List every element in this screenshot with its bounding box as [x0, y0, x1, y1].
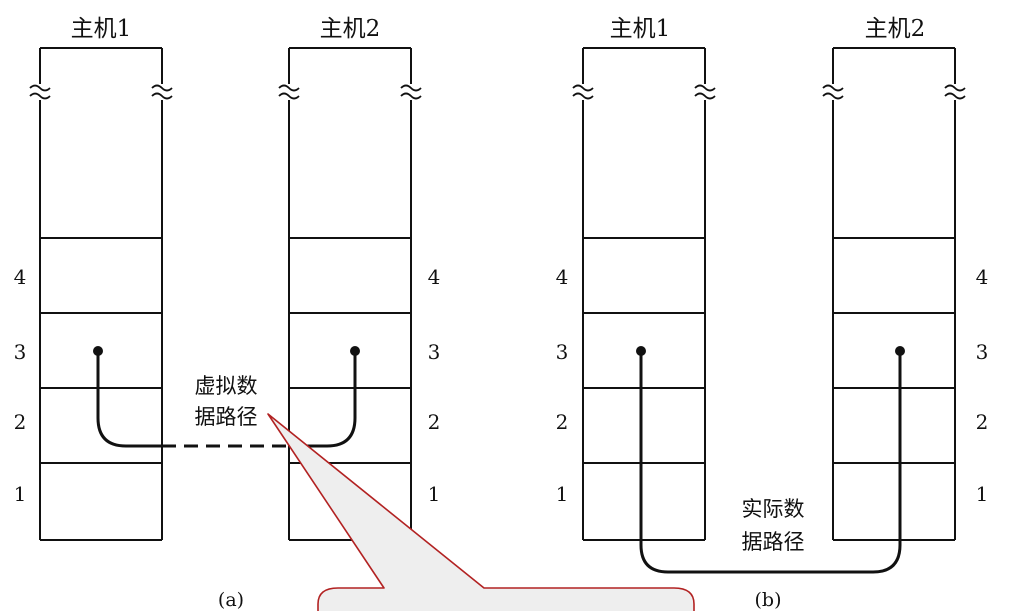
endpoint-dot: [350, 346, 360, 356]
layer-number: 4: [976, 265, 989, 289]
layer-number: 2: [556, 410, 569, 434]
layer-number: 1: [14, 482, 27, 506]
virtual-data-path: [96, 351, 357, 448]
break-mark-icon: [29, 84, 173, 100]
layer-number: 3: [14, 340, 27, 364]
break-mark-icon: [572, 84, 716, 100]
figure-b: 主机1 主机2 4 3 2 1 4 3 2 1 实际数 据路径 (b): [556, 16, 989, 611]
host2-title: 主机2: [865, 16, 926, 42]
layer-number: 2: [976, 410, 989, 434]
layer-number: 1: [556, 482, 569, 506]
actual-data-path: [639, 351, 902, 574]
virtual-path-label-line1: 虚拟数: [195, 374, 258, 398]
layer-number: 4: [556, 265, 569, 289]
layer-number: 2: [428, 410, 441, 434]
callout-annotation: [267, 413, 695, 611]
layer-number: 1: [976, 482, 989, 506]
host1-stack-a: [39, 47, 163, 541]
endpoint-dot: [93, 346, 103, 356]
host2-stack-a: [288, 47, 412, 541]
actual-path-label-line2: 据路径: [742, 530, 805, 554]
host1-title: 主机1: [71, 16, 132, 42]
layer-number: 3: [556, 340, 569, 364]
virtual-path-label-line2: 据路径: [195, 405, 258, 429]
actual-path-label-line1: 实际数: [742, 497, 805, 521]
endpoint-dot: [636, 346, 646, 356]
layer-number: 4: [14, 265, 27, 289]
host2-title: 主机2: [320, 16, 381, 42]
endpoint-dot: [895, 346, 905, 356]
layer-number: 2: [14, 410, 27, 434]
callout-shape: [267, 413, 695, 611]
layer-number: 1: [428, 482, 441, 506]
caption-b: (b): [755, 589, 782, 611]
break-mark-icon: [278, 84, 422, 100]
break-mark-icon: [822, 84, 966, 100]
host1-title: 主机1: [610, 16, 671, 42]
layer-number: 3: [428, 340, 441, 364]
figure-a: 主机1 主机2 4 3 2 1 4 3 2 1 虚拟数 据路径 (a): [14, 16, 441, 611]
caption-a: (a): [218, 589, 244, 611]
layer-number: 3: [976, 340, 989, 364]
host1-stack-b: [582, 47, 706, 541]
host2-stack-b: [832, 47, 956, 541]
layer-number: 4: [428, 265, 441, 289]
